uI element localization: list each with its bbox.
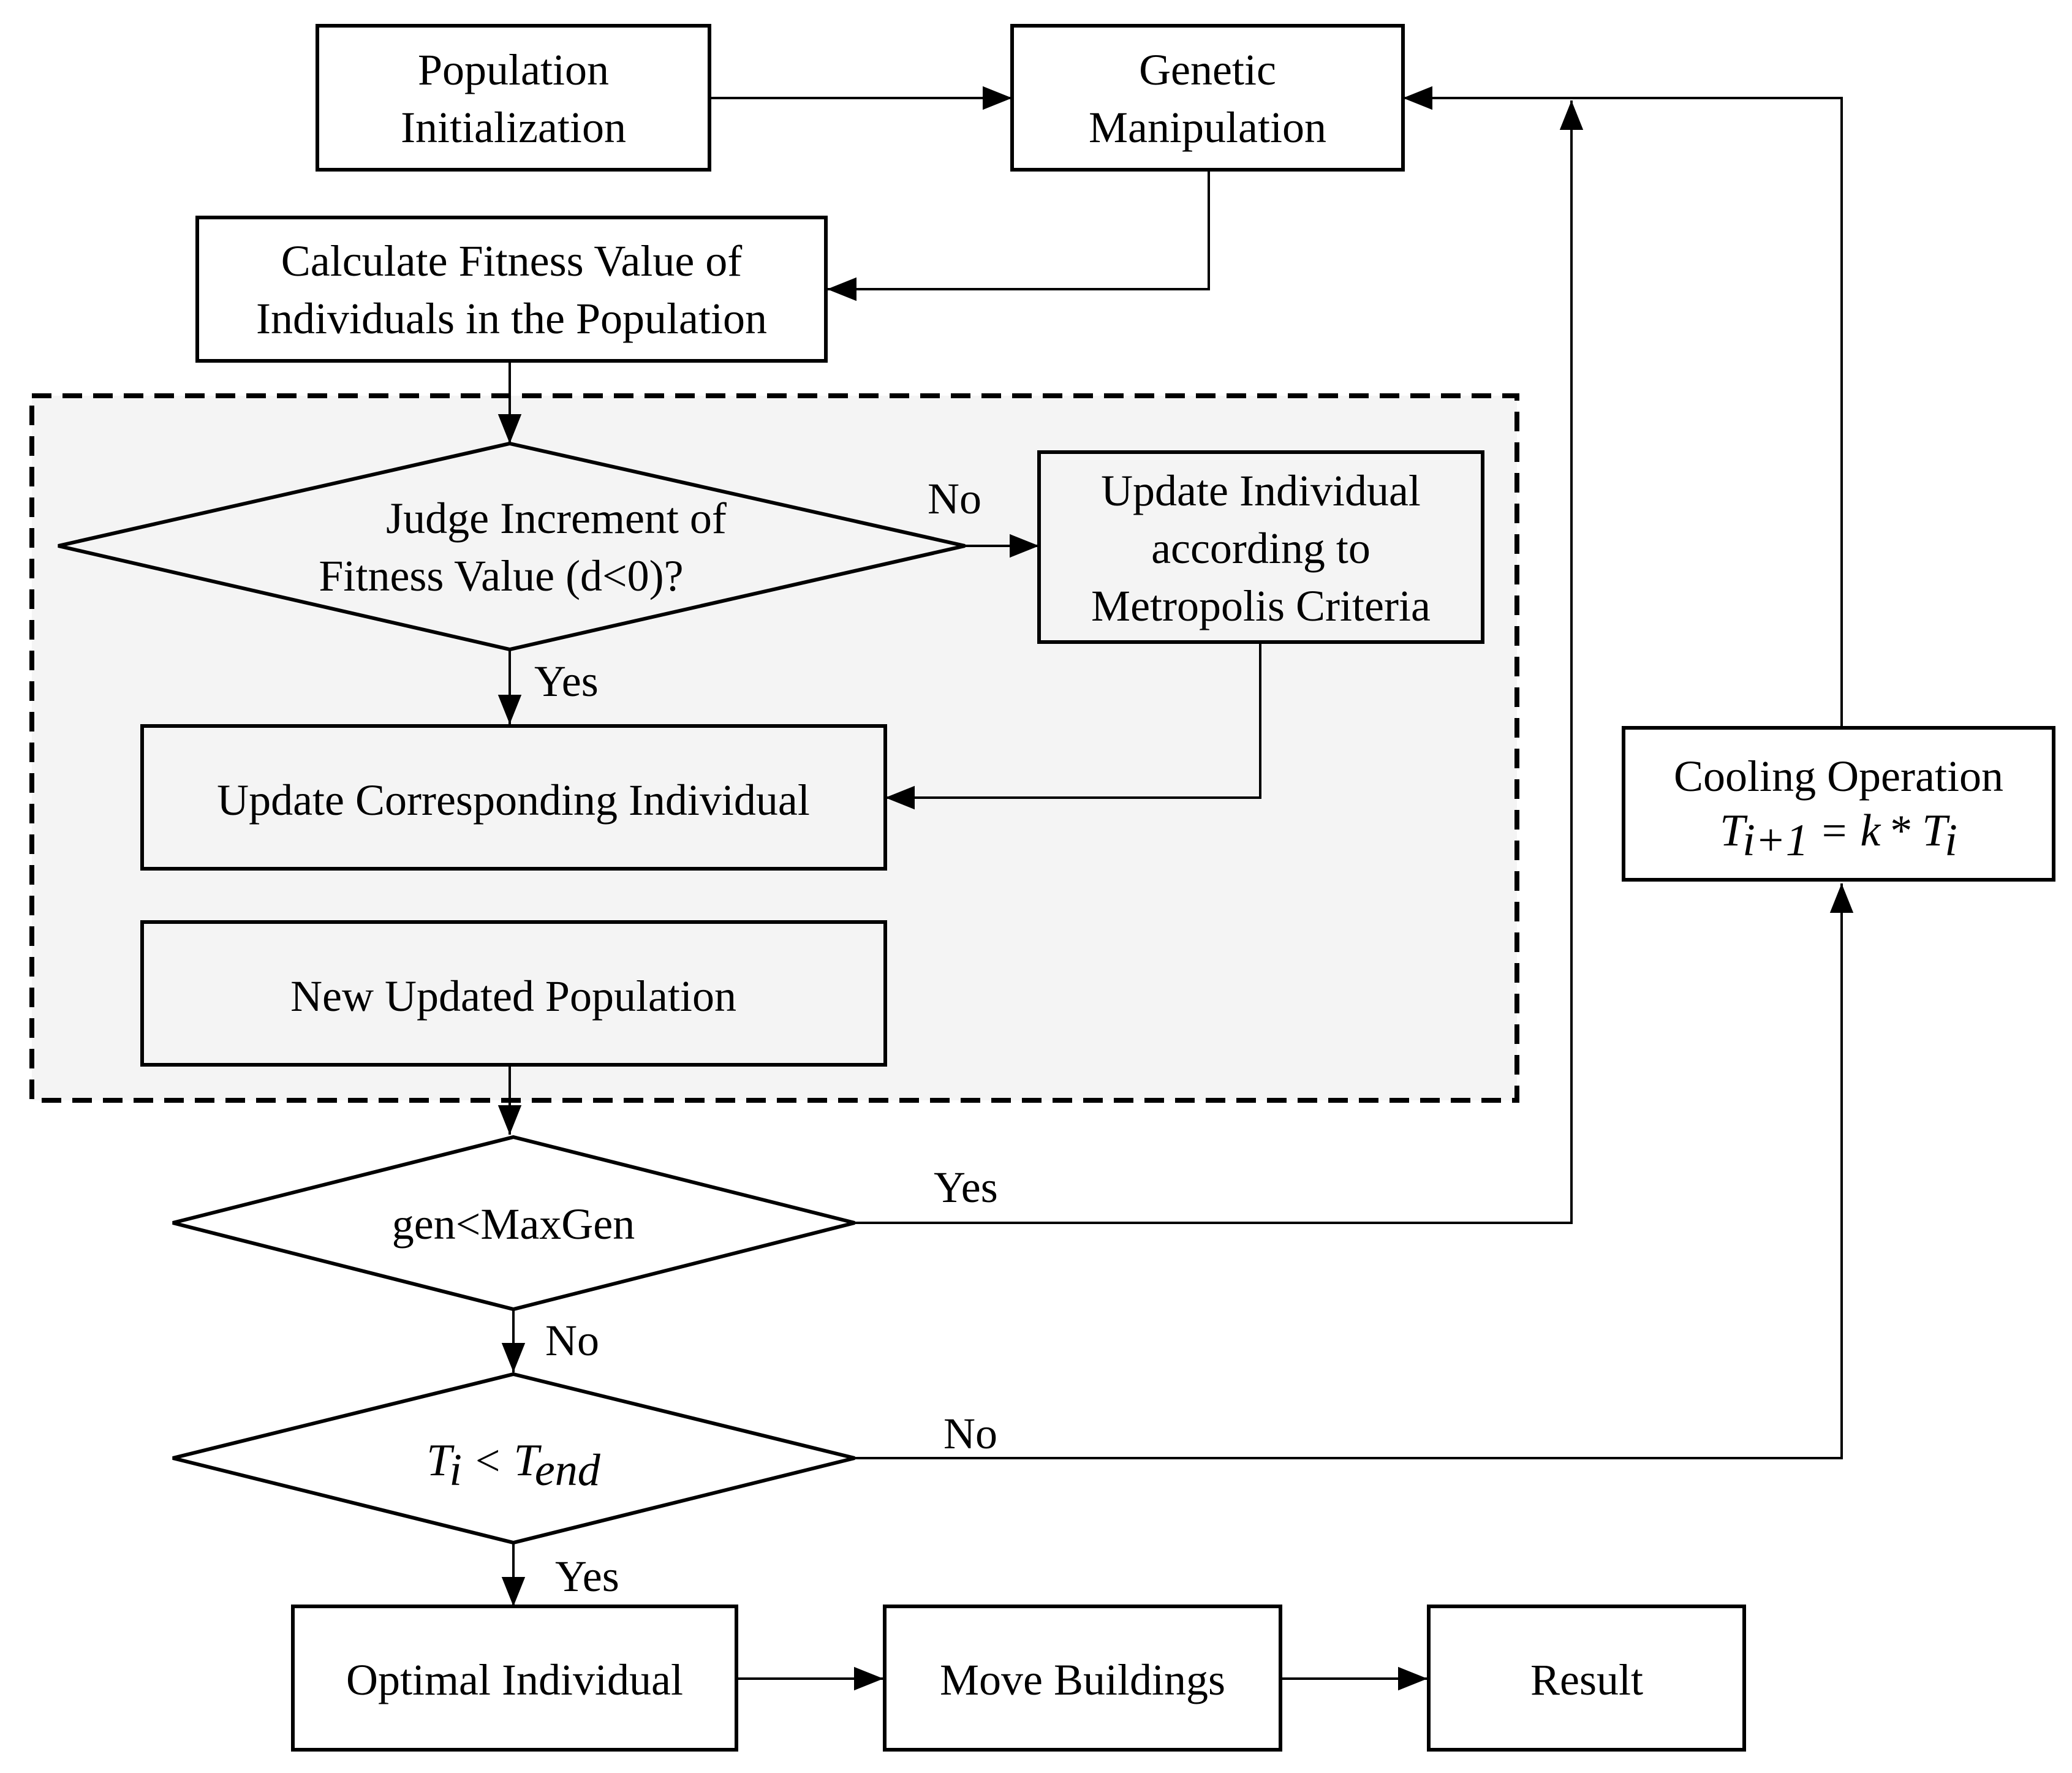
fitness-line2: Individuals in the Population [256,294,767,343]
edges [497,86,1854,1691]
move-buildings-label: Move Buildings [940,1655,1225,1704]
node-new-population: New Updated Population [140,920,887,1067]
node-gen-check: gen<MaxGen [172,1135,855,1312]
node-judge-increment: Judge Increment of Fitness Value (d<0)? [58,441,966,652]
node-calculate-fitness: Calculate Fitness Value of Individuals i… [195,216,828,363]
node-result: Result [1427,1605,1746,1752]
metropolis-line3: Metropolis Criteria [1091,581,1431,630]
node-population-initialization: Population Initialization [316,24,711,172]
judge-line1: Judge Increment of [386,494,727,543]
node-update-metropolis: Update Individual according to Metropoli… [1037,450,1484,644]
node-temp-check: Ti<Tend [172,1372,855,1545]
edge-genetic-to-fitness [827,170,1210,301]
update-corresponding-label: Update Corresponding Individual [217,776,810,825]
new-population-label: New Updated Population [290,972,736,1021]
fitness-line1: Calculate Fitness Value of [281,236,743,285]
population-init-line2: Initialization [401,103,626,152]
genetic-line2: Manipulation [1089,103,1326,152]
label-temp-no: No [943,1409,997,1458]
temp-check-formula: Ti<Tend [426,1435,600,1495]
edge-cooling-to-genetic [1403,86,1843,728]
genetic-line1: Genetic [1139,45,1276,94]
label-temp-yes: Yes [555,1552,619,1601]
gen-check-label: gen<MaxGen [392,1200,635,1249]
metropolis-line2: according to [1151,524,1371,573]
node-genetic-manipulation: Genetic Manipulation [1010,24,1405,172]
population-init-line1: Population [418,45,609,94]
edge-temp-to-cooling [855,883,1854,1459]
metropolis-line1: Update Individual [1101,466,1421,515]
label-gen-yes: Yes [934,1163,998,1212]
node-cooling-operation: Cooling Operation Ti+1=k*Ti [1622,726,2055,882]
optimal-label: Optimal Individual [346,1655,683,1704]
edge-gen-to-genetic [855,100,1584,1224]
node-optimal-individual: Optimal Individual [291,1605,738,1752]
label-judge-yes: Yes [534,657,599,706]
cooling-line1: Cooling Operation [1674,752,2003,801]
label-judge-no: No [928,474,981,523]
label-gen-no: No [545,1316,599,1365]
node-move-buildings: Move Buildings [883,1605,1282,1752]
result-label: Result [1530,1655,1643,1704]
cooling-formula: Ti+1=k*Ti [1720,806,1957,866]
edge-metropolis-to-update [885,642,1261,810]
node-update-corresponding: Update Corresponding Individual [140,724,887,871]
judge-line2: Fitness Value (d<0)? [319,551,683,600]
